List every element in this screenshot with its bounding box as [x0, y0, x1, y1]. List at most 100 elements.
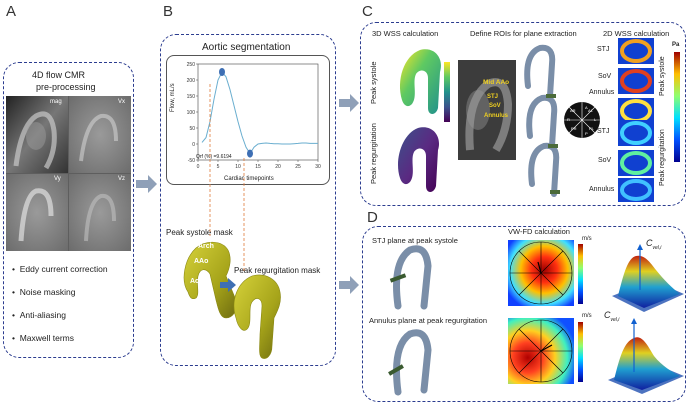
cvel-c-1: C [646, 238, 653, 248]
panel-d-unit-2: m/s [582, 313, 592, 319]
panel-d-row1: STJ plane at peak systole [372, 236, 458, 245]
sector-label-al: AL [588, 108, 593, 113]
sector-label-pl: PL [589, 126, 594, 131]
surface-2 [614, 337, 680, 390]
sector-label-ar: AR [570, 108, 576, 113]
sector-label-p: P [585, 131, 588, 136]
bullet-2: • Noise masking [12, 287, 76, 297]
panel-d-unit-1: m/s [582, 236, 592, 242]
mri-label-vz: Vz [118, 176, 126, 182]
mask-arrow [220, 278, 236, 292]
panel-d-box [362, 226, 686, 402]
sector-label-pr: PR [571, 126, 577, 131]
x-tick-label-4: 20 [275, 164, 281, 170]
panel-c-header-roi: Define ROIs for plane extraction [470, 29, 577, 38]
plane-label-stj-1: STJ [597, 46, 610, 53]
bullet-4: • Maxwell terms [12, 333, 75, 343]
plane-label-stj-2: STJ [597, 128, 610, 135]
panel-a-letter: A [6, 3, 17, 20]
bullet-3-text: Anti-aliasing [19, 310, 67, 320]
x-tick-label-0: 0 [197, 164, 200, 170]
anatomy-aao: AAo [194, 258, 209, 265]
roi-label-stj: STJ [487, 94, 499, 100]
panel-b-letter: B [163, 3, 174, 20]
roi-label-sov: SoV [489, 103, 501, 109]
x-tick-label-6: 30 [315, 164, 321, 170]
arrow-b-to-d [339, 276, 359, 294]
panel-c-header-2d: 2D WSS calculation [603, 29, 670, 38]
bullet-4-text: Maxwell terms [19, 333, 75, 343]
anatomy-aor: AoR [190, 278, 205, 285]
cvel-c-2: C [604, 310, 611, 320]
panel-a-title-2: pre-processing [36, 82, 96, 92]
panel-b-title: Aortic segmentation [202, 42, 291, 53]
wss3d-regurg-aorta [398, 127, 440, 192]
y-tick-label-4: 150 [187, 94, 196, 100]
heatmap-2-arrow [540, 344, 553, 352]
mri-label-vx: Vx [118, 99, 126, 105]
d-colorbar-2 [578, 322, 583, 382]
anatomy-arch: Arch [198, 243, 214, 250]
sector-label-l: L [594, 117, 597, 122]
d-colorbar-1 [578, 244, 583, 304]
plane-label-sov-1: SoV [598, 73, 612, 80]
plane-label-annulus-1: Annulus [589, 89, 615, 96]
roi-label-mid-aao: Mid AAo [483, 79, 510, 86]
plane-label-sov-2: SoV [598, 157, 612, 164]
roi-aorta-2 [526, 94, 558, 149]
plane-label-annulus-2: Annulus [589, 186, 615, 193]
wss3d-systole-aorta [400, 49, 442, 114]
bullet-3: • Anti-aliasing [12, 310, 67, 320]
y-tick-label-1: 0 [192, 142, 195, 148]
y-tick-label-5: 200 [187, 78, 196, 84]
cvel-sub-2: vel,i [610, 316, 620, 323]
bullet-1: • Eddy current correction [12, 264, 108, 274]
systole-mask-shape [183, 241, 237, 319]
peak-systole-mask-label: Peak systole mask [166, 228, 233, 237]
chart-xlabel: Cardiac timepoints [224, 176, 274, 182]
y-tick-label-3: 100 [187, 110, 196, 116]
chart-annotation: Qrf (%) =9.6194 [196, 154, 232, 160]
wss3d-colorbar [444, 62, 450, 122]
peak-regurgitation-mask-label: Peak regurgitation mask [234, 266, 321, 275]
wss2d-colorbar-unit: Pa [672, 42, 680, 48]
cvel-sub-1: vel,i [652, 244, 662, 251]
chart-frame [166, 55, 330, 185]
x-tick-label-2: 10 [235, 164, 241, 170]
arrow-a-to-b [136, 175, 157, 193]
x-tick-label-1: 5 [217, 164, 220, 170]
panel-a-title-1: 4D flow CMR [32, 70, 86, 80]
panel-c-header-3d: 3D WSS calculation [372, 29, 439, 38]
marker-0 [219, 68, 225, 76]
d-aorta-2 [393, 329, 432, 396]
sector-lines [564, 102, 600, 138]
panel-d-row2: Annulus plane at peak regurgitation [369, 316, 488, 325]
mri-label-mag: mag [50, 99, 62, 105]
marker-1 [247, 149, 253, 158]
panel-d-letter: D [367, 209, 378, 226]
bullet-1-text: Eddy current correction [19, 264, 108, 274]
sector-label-r: R [567, 117, 570, 122]
x-tick-label-5: 25 [295, 164, 301, 170]
mri-images [6, 96, 131, 251]
cvel-label-1: Cvel,i [646, 238, 661, 251]
wss2d-colorbar [674, 52, 680, 162]
cvel-label-2: Cvel,i [604, 310, 619, 323]
roi-aorta-3 [528, 142, 560, 197]
panel-d-header: VW-FD calculation [508, 227, 570, 236]
sector-label-a: A [585, 105, 588, 110]
heatmap-1-arrow [537, 261, 542, 274]
mri-grid [6, 96, 131, 251]
y-tick-label-2: 50 [189, 126, 195, 132]
panel-c-box [360, 22, 686, 206]
bullet-2-text: Noise masking [19, 287, 76, 297]
regurgitation-mask-shape [233, 274, 281, 359]
x-tick-label-3: 15 [255, 164, 261, 170]
roi-aorta-1 [524, 44, 556, 99]
d-aorta-1 [393, 245, 432, 310]
